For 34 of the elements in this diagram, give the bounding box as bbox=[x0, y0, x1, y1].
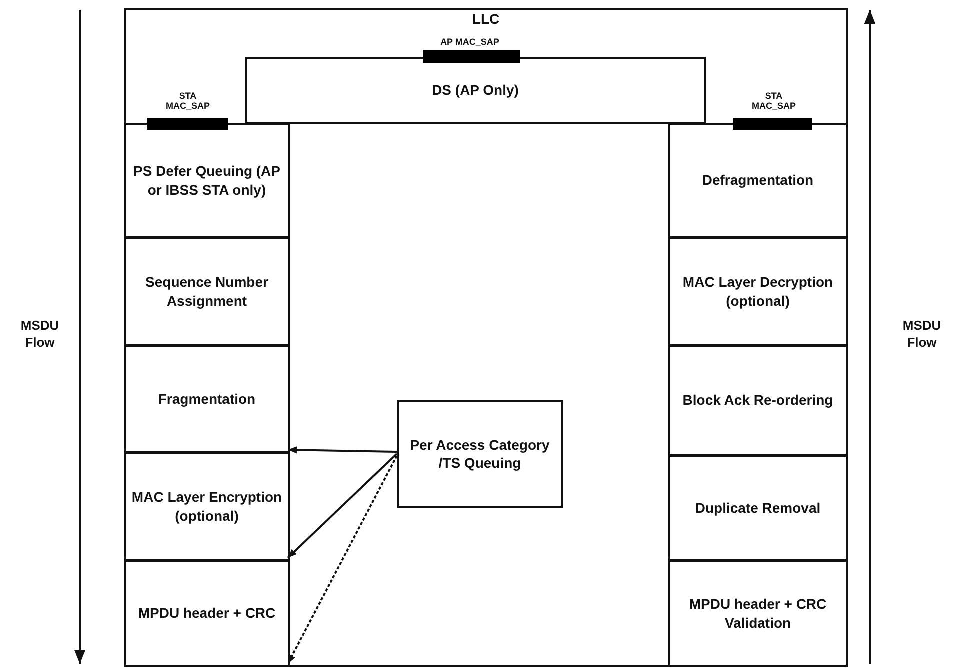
layer-frame bbox=[124, 8, 848, 667]
sap-label: AP MAC_SAP bbox=[440, 38, 500, 48]
process-box bbox=[245, 57, 706, 124]
node-label: Sequence Number Assignment bbox=[144, 273, 270, 310]
node-label: Defragmentation bbox=[702, 171, 814, 190]
arrow bbox=[287, 453, 398, 559]
node-label: MPDU header + CRC Validation bbox=[688, 595, 828, 632]
node-label: Duplicate Removal bbox=[695, 498, 821, 518]
process-box bbox=[124, 237, 290, 346]
sap-label: STA MAC_SAP bbox=[750, 92, 797, 112]
flow-label: MSDU Flow bbox=[20, 318, 60, 352]
node-label: MAC Layer Encryption (optional) bbox=[130, 488, 284, 525]
flow-label: MSDU Flow bbox=[902, 318, 942, 352]
process-box bbox=[397, 400, 563, 508]
node-label: Block Ack Re-ordering bbox=[682, 391, 834, 410]
process-box bbox=[668, 560, 848, 667]
node-label: Fragmentation bbox=[158, 390, 256, 408]
node-label: MPDU header + CRC bbox=[138, 604, 276, 623]
process-box bbox=[668, 123, 848, 238]
process-box bbox=[124, 560, 290, 667]
process-box bbox=[668, 345, 848, 456]
process-box bbox=[124, 123, 290, 238]
arrow bbox=[287, 456, 398, 664]
node-label: MAC Layer Decryption (optional) bbox=[682, 273, 834, 310]
sap-label: STA MAC_SAP bbox=[164, 92, 211, 112]
node-label: DS (AP Only) bbox=[432, 81, 519, 100]
arrow bbox=[288, 446, 398, 454]
node-label: PS Defer Queuing (AP or IBSS STA only) bbox=[132, 162, 282, 199]
process-box bbox=[668, 455, 848, 561]
process-box bbox=[124, 345, 290, 453]
node-label: LLC bbox=[472, 10, 500, 28]
process-box bbox=[668, 237, 848, 346]
process-box bbox=[124, 452, 290, 561]
node-label: Per Access Category /TS Queuing bbox=[409, 436, 551, 472]
